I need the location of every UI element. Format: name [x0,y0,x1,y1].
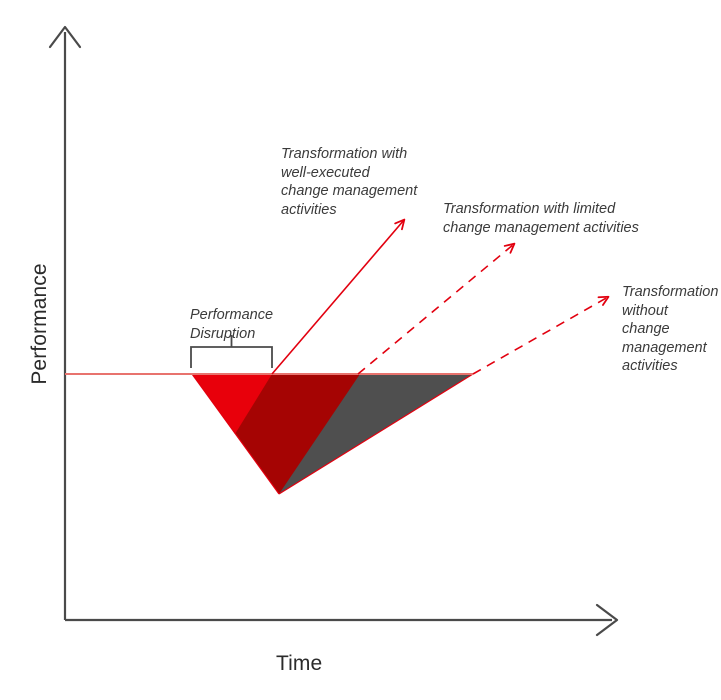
region-well-executed-change-management [192,374,272,434]
arrow-limited [357,242,516,375]
bracket-shape [190,346,273,368]
performance-disruption-bracket [190,335,273,368]
dip-outlines [191,373,474,495]
recovery-arrows [271,218,610,375]
dip-regions [192,374,473,494]
outline-gray-right [278,373,474,495]
arrow-well-executed [271,218,406,375]
arrow-without [472,295,610,375]
y-axis-arrowhead [48,25,82,49]
x-axis-arrowhead [595,603,619,637]
callout-limited-change-management: Transformation with limited change manag… [443,201,639,236]
x-axis-title: Time [276,652,323,675]
outline-gray-left [191,373,280,495]
axes [48,25,619,637]
callout-well-executed-change-management: Transformation with well-executed change… [281,146,418,218]
y-axis-title: Performance [28,263,51,385]
performance-disruption-label: Performance Disruption [190,307,274,342]
callout-without-change-management: Transformation without change management… [622,284,719,374]
